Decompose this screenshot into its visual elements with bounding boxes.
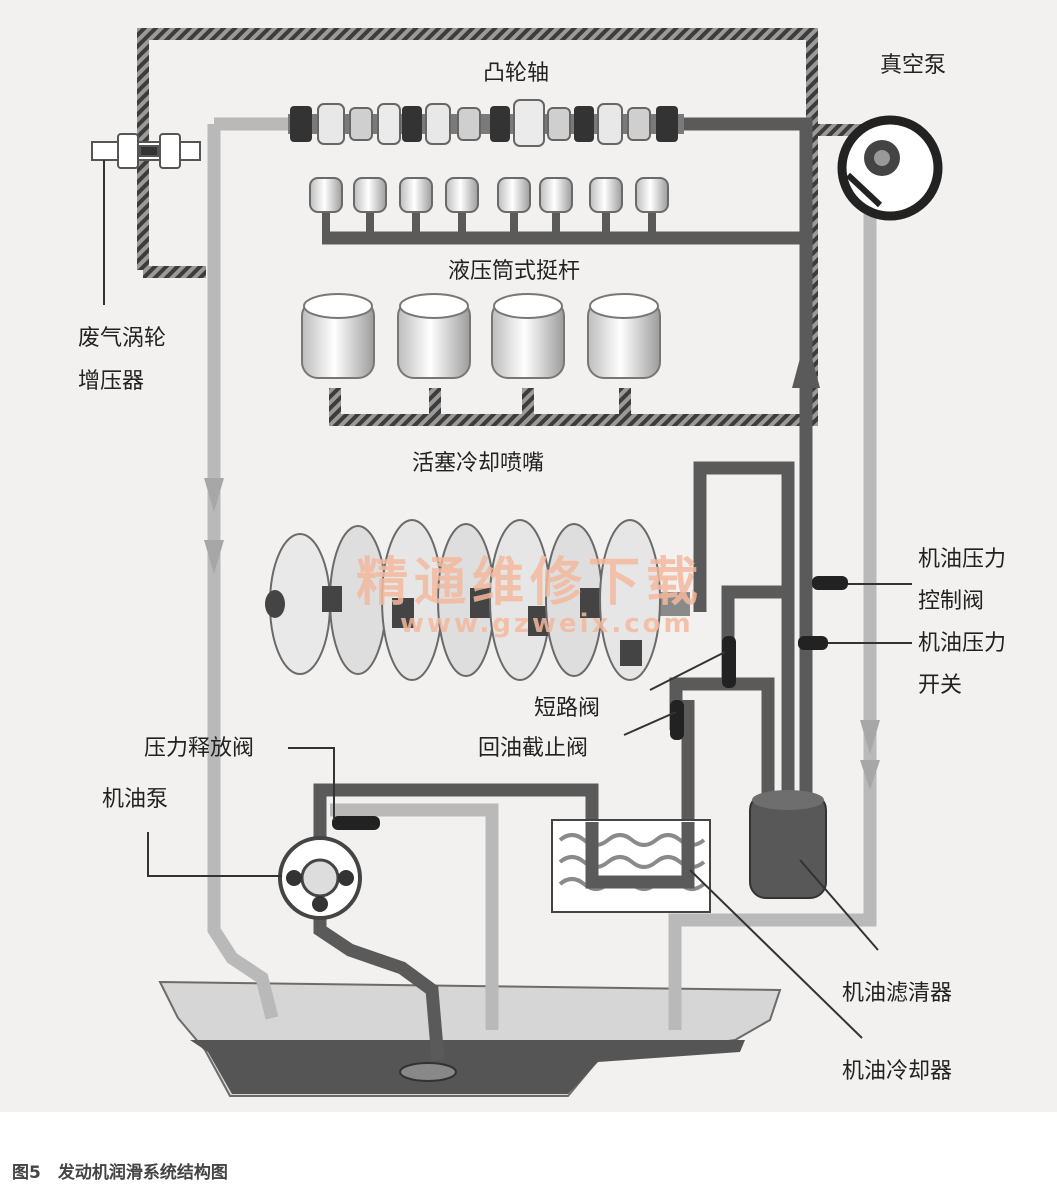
- label-oil-cooler: 机油冷却器: [842, 1059, 952, 1084]
- leader-lines: [103, 160, 912, 1039]
- crankshaft-icon: [265, 519, 690, 681]
- figure-caption: 图5 发动机润滑系统结构图: [12, 1163, 228, 1183]
- label-turbocharger-line2: 增压器: [78, 369, 144, 394]
- oil-pan: [158, 980, 782, 1097]
- oil-filter-icon: [749, 790, 827, 899]
- return-lines: [207, 117, 877, 1030]
- label-hydraulic-tappet: 液压筒式挺杆: [448, 259, 580, 284]
- flow-arrow-down-left: [204, 478, 224, 512]
- label-pressure-relief-valve: 压力释放阀: [144, 736, 254, 761]
- label-oil-pressure-switch-line2: 开关: [918, 673, 962, 698]
- flow-arrow-up: [792, 336, 820, 388]
- camshaft-icon: [288, 99, 684, 147]
- hydraulic-tappet-icons: [309, 177, 669, 240]
- watermark-text: 精通维修下载: [356, 552, 704, 613]
- watermark-url: www.gzweix.com: [400, 609, 694, 639]
- label-turbocharger-line1: 废气涡轮: [78, 326, 166, 351]
- label-vacuum-pump: 真空泵: [880, 53, 946, 78]
- label-short-circuit-valve: 短路阀: [534, 696, 600, 721]
- label-oil-pressure-control-valve-line1: 机油压力: [918, 547, 1006, 572]
- label-oil-filter: 机油滤清器: [842, 981, 952, 1006]
- piston-icons: [301, 293, 661, 379]
- label-piston-cooling-nozzle: 活塞冷却喷嘴: [412, 451, 544, 476]
- lubrication-diagram: 精通维修下载 www.gzweix.com 凸轮轴 真空泵 液压筒式挺杆 废气涡…: [78, 28, 1006, 1097]
- oil-cooler-icon: [551, 819, 711, 913]
- pressure-lines: [313, 117, 813, 1061]
- label-oil-pump: 机油泵: [102, 787, 168, 812]
- turbocharger-icon: [91, 133, 201, 169]
- flow-arrow-down-right: [860, 720, 880, 754]
- oil-pump-icon: [278, 836, 362, 920]
- flow-arrow-down-right-2: [860, 760, 880, 790]
- valve-icons: [332, 576, 848, 830]
- label-return-check-valve: 回油截止阀: [478, 736, 588, 761]
- vacuum-pump-icon: [837, 115, 943, 221]
- label-oil-pressure-switch-line1: 机油压力: [918, 631, 1006, 656]
- flow-arrow-down-left-2: [204, 540, 224, 574]
- label-camshaft: 凸轮轴: [483, 61, 549, 86]
- label-oil-pressure-control-valve-line2: 控制阀: [918, 589, 984, 614]
